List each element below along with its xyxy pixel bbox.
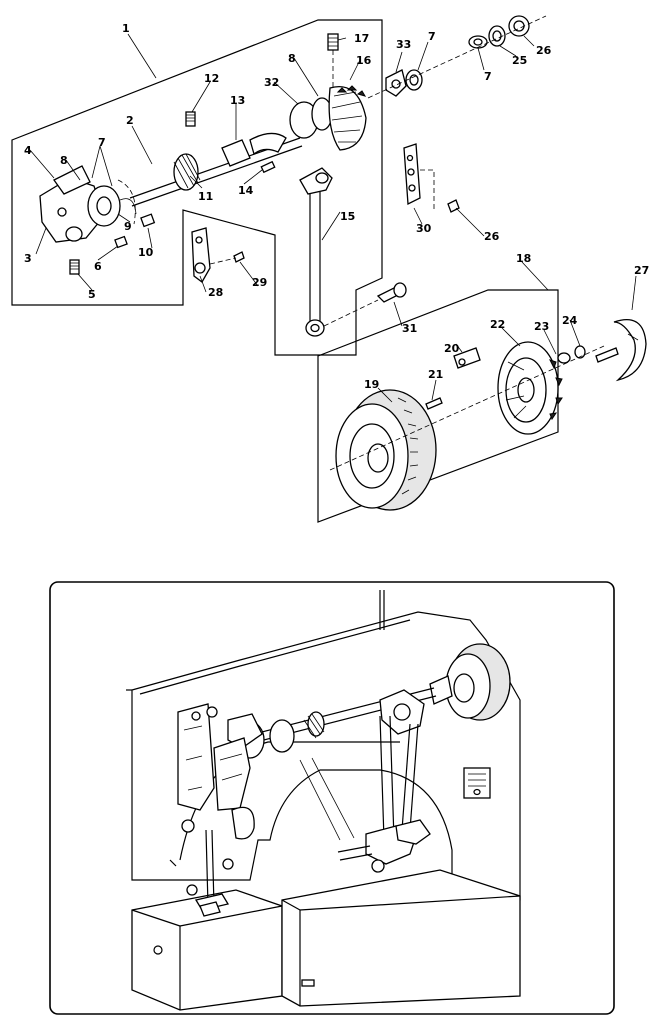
callout-8: 8 [60,154,68,167]
connecting-link [299,167,333,337]
callout-12: 12 [204,72,219,85]
callout-17: 17 [354,32,369,45]
callout-15: 15 [340,210,355,223]
washers-and-rings [367,15,547,99]
callout-7c: 7 [484,70,492,83]
upper-shaft [129,85,367,207]
callout-26: 26 [536,44,552,57]
bracket-plate-30 [403,143,460,213]
callout-24: 24 [562,314,578,327]
handwheel [335,389,437,511]
overview-frame [49,581,615,1015]
callout-5: 5 [88,288,96,301]
callout-2: 2 [126,114,134,127]
callout-26b: 26 [484,230,500,243]
callout-14: 14 [238,184,254,197]
callout-32: 32 [264,76,279,89]
sewing-machine-overview [126,590,521,1011]
stop-motion-parts [329,318,647,471]
callout-19: 19 [364,378,379,391]
callout-25: 25 [512,54,527,67]
callout-1: 1 [122,22,130,35]
callout-13: 13 [230,94,245,107]
callout-22: 22 [490,318,505,331]
callout-7: 7 [98,136,106,149]
hinge-pin [323,282,407,327]
callout-18: 18 [516,252,531,265]
callout-11: 11 [198,190,213,203]
callout-33: 33 [396,38,411,51]
callout-labels: 1 2 4 8 7 9 3 6 10 5 11 12 13 14 15 8 32… [24,22,649,391]
callout-8b: 8 [288,52,296,65]
take-up-lever-crank [39,165,137,243]
callout-9: 9 [124,220,132,233]
bracket-plate-28 [191,227,245,283]
callout-7b: 7 [428,30,436,43]
assembly-outline-1 [11,19,383,356]
callout-21: 21 [428,368,443,381]
clutch-plate-22 [497,341,563,435]
callout-28: 28 [208,286,223,299]
callout-27: 27 [634,264,649,277]
callout-30: 30 [416,222,432,235]
callout-16: 16 [356,54,372,67]
callout-10: 10 [138,246,154,259]
callout-23: 23 [534,320,549,333]
leader-lines [29,33,637,403]
callout-4: 4 [24,144,32,157]
assembly-outline-18 [317,289,559,523]
callout-6: 6 [94,260,102,273]
callout-31: 31 [402,322,417,335]
callout-20: 20 [444,342,460,355]
callout-3: 3 [24,252,32,265]
callout-29: 29 [252,276,267,289]
set-screws [69,33,339,275]
